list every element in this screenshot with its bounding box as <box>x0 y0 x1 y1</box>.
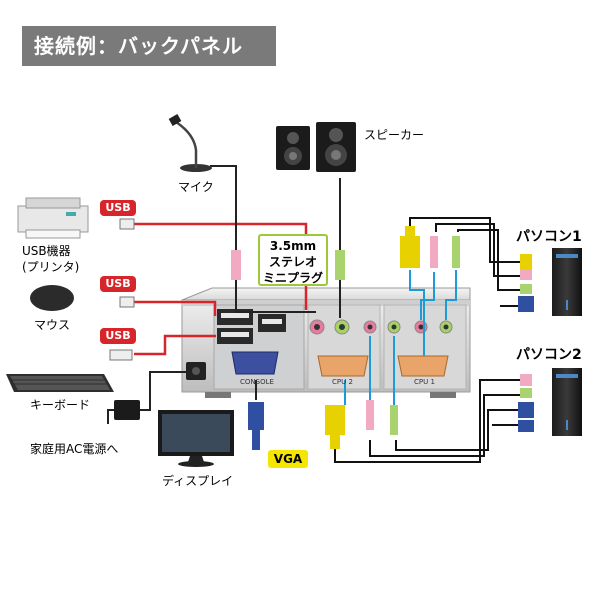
cpu1-port-label: CPU 1 <box>414 378 435 386</box>
cpu1-bundle <box>409 217 520 307</box>
pc1-connectors <box>518 254 534 312</box>
mic-label: マイク <box>178 180 214 194</box>
mouse-label: マウス <box>34 318 71 332</box>
mic-cable <box>210 165 316 313</box>
console-port-label: CONSOLE <box>240 378 274 386</box>
microphone <box>168 114 212 172</box>
usb-plug-icon <box>109 349 133 361</box>
pc2-connectors <box>518 374 534 432</box>
ac-power-label: 家庭用AC電源へ <box>30 442 119 456</box>
printer-label-line2: (プリンタ) <box>22 260 80 274</box>
cpu1-plugs <box>400 226 460 268</box>
cpu2-bundle <box>334 379 520 463</box>
usb-badge-printer: USB <box>100 200 136 216</box>
keyboard-device <box>6 374 114 392</box>
speakers <box>276 122 356 172</box>
pc1-label: パソコン1 <box>516 229 582 245</box>
page-title: 接続例：バックパネル <box>22 26 276 66</box>
mouse-device <box>30 285 74 311</box>
power-cable <box>140 371 186 411</box>
speaker-label: スピーカー <box>364 128 425 142</box>
plug-note-line3: ミニプラグ <box>262 271 323 285</box>
cpu2-cables <box>344 336 395 405</box>
printer <box>17 197 89 239</box>
keyboard-label: キーボード <box>30 398 91 412</box>
vga-connector-display <box>248 402 264 450</box>
ac-adapter <box>107 400 140 424</box>
usb-badge-mouse: USB <box>100 276 136 292</box>
pc2-tower <box>552 368 582 436</box>
pc1-tower <box>552 248 582 316</box>
cpu2-plugs <box>325 400 398 449</box>
display-monitor <box>158 410 234 467</box>
usb-plug-icon <box>119 218 135 230</box>
printer-label-line1: USB機器 <box>22 244 71 258</box>
display-label: ディスプレイ <box>162 474 234 488</box>
cpu1-cables <box>409 270 457 356</box>
speaker-plug <box>335 250 345 280</box>
stereo-mini-plug-note: 3.5mm ステレオ ミニプラグ <box>258 234 328 286</box>
usb-badge-keyboard: USB <box>100 328 136 344</box>
usb-plug-icon <box>119 296 135 308</box>
mic-plug <box>231 250 241 280</box>
plug-note-line1: 3.5mm <box>269 239 317 253</box>
cpu2-port-label: CPU 2 <box>332 378 353 386</box>
pc2-label: パソコン2 <box>516 347 582 363</box>
vga-badge: VGA <box>268 450 308 468</box>
plug-note-line2: ステレオ <box>268 255 317 269</box>
